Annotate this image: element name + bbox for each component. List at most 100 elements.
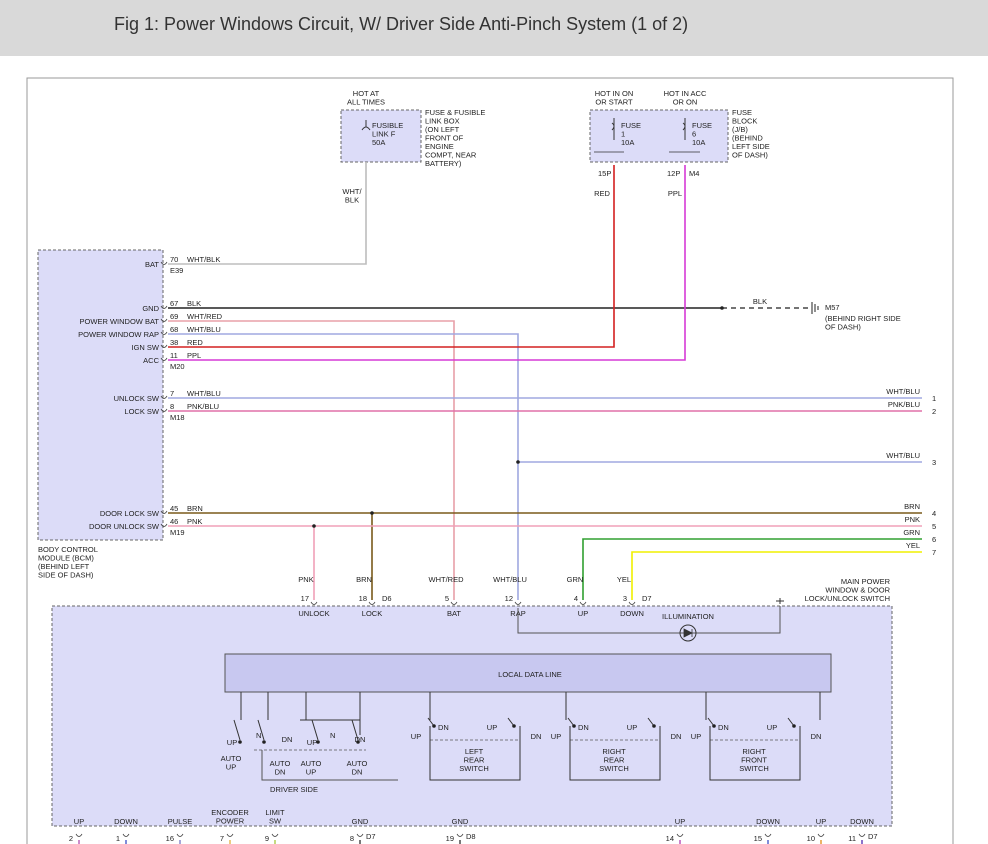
- switch-pin-number: 12: [505, 594, 513, 603]
- bottom-pin-number: 15: [754, 834, 762, 843]
- left-rear-dn-label: DN: [438, 723, 449, 732]
- right-wire-label: BRN: [904, 502, 920, 511]
- auto-up-switch-contact: [238, 740, 242, 744]
- switch-up-label: UP: [227, 738, 237, 747]
- bcm-pin-connector: [160, 318, 168, 322]
- ground-splice: [720, 306, 724, 310]
- bottom-pin-number: 19: [446, 834, 454, 843]
- bottom-pin-connector: [122, 833, 130, 837]
- wire-wht-red-bat: [168, 320, 455, 600]
- connector-m20: M20: [170, 362, 185, 371]
- switch-wire-label: PNK: [298, 575, 313, 584]
- bcm-pin-number: 11: [170, 351, 178, 360]
- bcm-wire-label: WHT/BLU: [187, 389, 221, 398]
- bcm-wire-label: BLK: [187, 299, 201, 308]
- switch-dn-label: DN: [355, 735, 366, 744]
- bottom-pin-number: 16: [166, 834, 174, 843]
- bottom-pin-connector: [271, 833, 279, 837]
- bcm-pin-number: 38: [170, 338, 178, 347]
- right-wire-label: WHT/BLU: [886, 451, 920, 460]
- bottom-pin-connector: [456, 833, 464, 837]
- bcm-pin-number: 46: [170, 517, 178, 526]
- switch-wire-label: YEL: [617, 575, 631, 584]
- bottom-connector-label: D8: [466, 832, 476, 841]
- auto-up-2-switch-contact: [316, 740, 320, 744]
- bcm-pin-number: 67: [170, 299, 178, 308]
- right-front-contact: [712, 724, 716, 728]
- bcm-pin-connector: [160, 305, 168, 309]
- right-connector-number: 1: [932, 394, 936, 403]
- bcm-wire-label: WHT/BLK: [187, 255, 220, 264]
- right-connector-number: 7: [932, 548, 936, 557]
- switch-pin-number: 18: [359, 594, 367, 603]
- bottom-pin-number: 8: [350, 834, 354, 843]
- bcm-pin-label: ACC: [143, 356, 159, 365]
- bcm-pin-number: 45: [170, 504, 178, 513]
- pnk-splice: [312, 524, 316, 528]
- bottom-pin-label: UP: [74, 817, 84, 826]
- wire-wht-blk-bat: [168, 162, 367, 265]
- bottom-pin-label: GND: [452, 817, 469, 826]
- right-connector-number: 5: [932, 522, 936, 531]
- switch-dn-label: DN: [282, 735, 293, 744]
- bcm-pin-connector: [160, 408, 168, 412]
- bcm-pin-connector: [160, 510, 168, 514]
- bcm-pin-label: POWER WINDOW RAP: [78, 330, 159, 339]
- switch-pin-connector: [579, 601, 587, 605]
- switch-n-label: N: [330, 731, 335, 740]
- bcm-pin-connector: [160, 344, 168, 348]
- bottom-pin-number: 9: [265, 834, 269, 843]
- switch-pin-label: UNLOCK: [298, 609, 329, 618]
- right-front-up-label: UP: [691, 732, 701, 741]
- wire-ppl-acc: [168, 165, 686, 361]
- fusible-link-symbol: [361, 120, 371, 131]
- auto-dn-switch: [257, 719, 265, 741]
- bcm-wire-label: RED: [187, 338, 203, 347]
- ground-id: M57: [825, 303, 840, 312]
- bottom-pin-connector: [226, 833, 234, 837]
- right-connector-number: 2: [932, 407, 936, 416]
- switch-pin-number: 3: [623, 594, 627, 603]
- switch-pin-label: LOCK: [362, 609, 382, 618]
- bottom-pin-label: DOWN: [114, 817, 138, 826]
- wire-yel-down: [631, 551, 922, 600]
- bcm-pin-connector: [160, 331, 168, 335]
- connector-m18: M18: [170, 413, 185, 422]
- bcm-pin-label: POWER WINDOW BAT: [80, 317, 160, 326]
- switch-pin-label: UP: [578, 609, 588, 618]
- wire-red-ign: [168, 165, 615, 348]
- driver-switch-return: [261, 750, 398, 781]
- bcm-pin-number: 69: [170, 312, 178, 321]
- wire-label-red: RED: [594, 189, 610, 198]
- local-data-line-label: LOCAL DATA LINE: [498, 670, 562, 679]
- bcm-wire-label: PNK/BLU: [187, 402, 219, 411]
- bcm-pin-connector: [160, 357, 168, 361]
- left-rear-contact: [512, 724, 516, 728]
- bottom-pin-label: UP: [816, 817, 826, 826]
- switch-pin-connector: [450, 601, 458, 605]
- bcm-wire-label: BRN: [187, 504, 203, 513]
- right-front-contact: [792, 724, 796, 728]
- wire-label-ppl: PPL: [668, 189, 682, 198]
- bcm-pin-label: DOOR UNLOCK SW: [89, 522, 160, 531]
- bottom-pin-label: DOWN: [850, 817, 874, 826]
- switch-pin-number: 17: [301, 594, 309, 603]
- illumination-lamp: [679, 624, 697, 642]
- bottom-pin-label: UP: [675, 817, 685, 826]
- illumination-circuit: [517, 606, 781, 634]
- bottom-pin-label: DOWN: [756, 817, 780, 826]
- diagram-frame: [26, 77, 954, 844]
- wire-wht-blu-rap: [168, 333, 519, 600]
- bcm-pin-number: 8: [170, 402, 174, 411]
- switch-pin-connector: [628, 601, 636, 605]
